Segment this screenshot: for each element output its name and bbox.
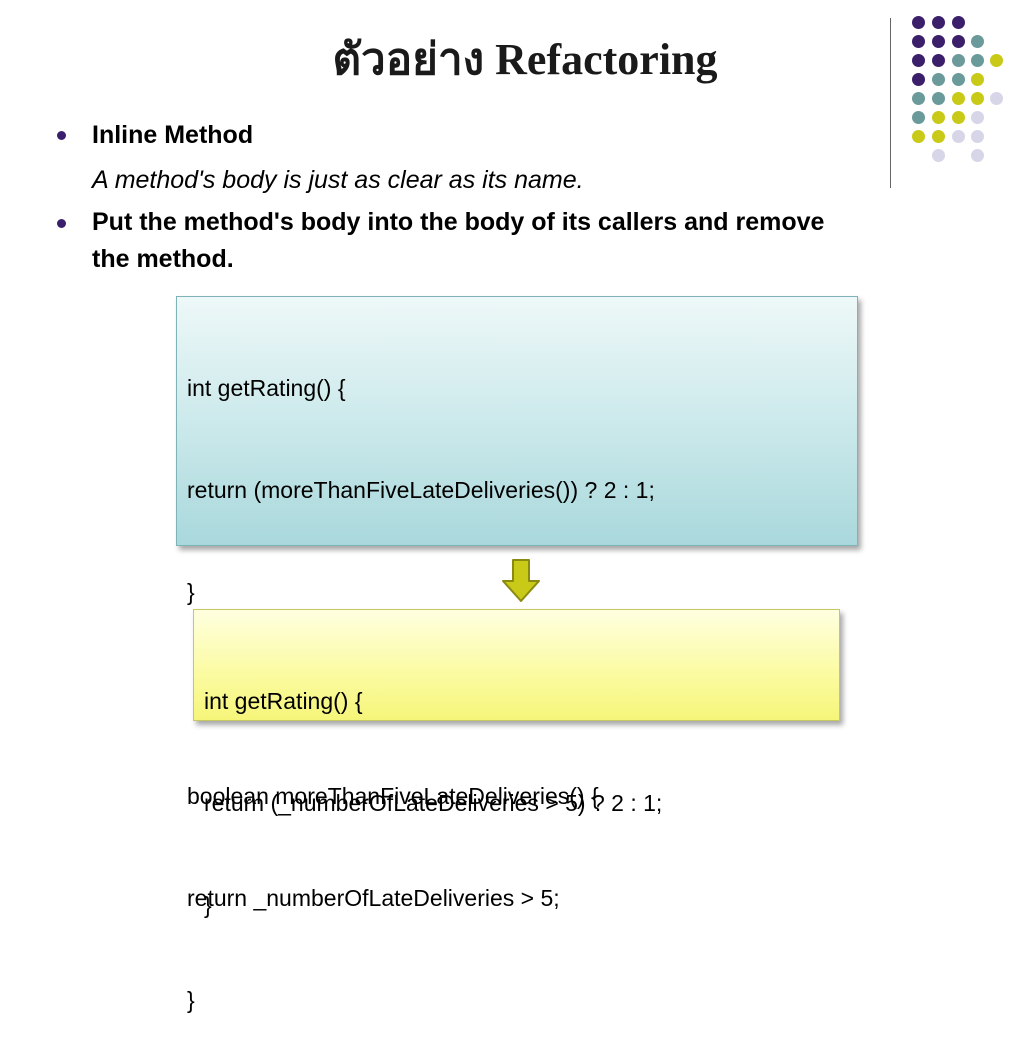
code-line: int getRating() { [187,375,346,401]
decorative-dot [912,130,925,143]
decorative-dot [971,92,984,105]
code-line: } [187,579,195,605]
decorative-dot [971,111,984,124]
down-arrow-icon [502,559,540,602]
bullet-point-icon [57,219,66,228]
decorative-dot [912,111,925,124]
decorative-dot [932,16,945,29]
decorative-dot [952,92,965,105]
decorative-dot [952,54,965,67]
code-line: } [204,892,212,918]
decorative-dot [952,130,965,143]
decorative-dot [912,92,925,105]
code-line: return (moreThanFiveLateDeliveries()) ? … [187,477,655,503]
decorative-dot [932,73,945,86]
decorative-dot [971,54,984,67]
decorative-dot [932,92,945,105]
bullet-1-subtext: A method's body is just as clear as its … [92,166,584,194]
decorative-dot [932,111,945,124]
decorative-dot [971,130,984,143]
decorative-dot [932,35,945,48]
bullet-2-text-continued: the method. [92,245,234,273]
decorative-dot [971,149,984,162]
code-line: } [187,987,195,1013]
decorative-dot [932,130,945,143]
decorative-dot [952,73,965,86]
decorative-dot [990,54,1003,67]
code-before-box: int getRating() { return (moreThanFiveLa… [176,296,858,1013]
decorative-dot [912,54,925,67]
bullet-1-text: Inline Method [92,121,254,149]
slide-title: ตัวอย่าง Refactoring [332,35,718,84]
bullet-point-icon [57,131,66,140]
decorative-dot [912,16,925,29]
decorative-dot [990,92,1003,105]
decorative-dot [932,54,945,67]
bullet-2-text: Put the method's body into the body of i… [92,208,825,236]
divider-line [890,18,891,188]
decorative-dot [932,149,945,162]
decorative-dot [912,73,925,86]
decorative-dot [971,35,984,48]
code-line: return (_numberOfLateDeliveries > 5) ? 2… [204,790,663,816]
code-after-box: int getRating() { return (_numberOfLateD… [193,609,840,918]
code-line: int getRating() { [204,688,363,714]
decorative-dot [952,35,965,48]
decorative-dot [971,73,984,86]
decorative-dot [912,35,925,48]
decorative-dot [952,111,965,124]
decorative-dot [952,16,965,29]
